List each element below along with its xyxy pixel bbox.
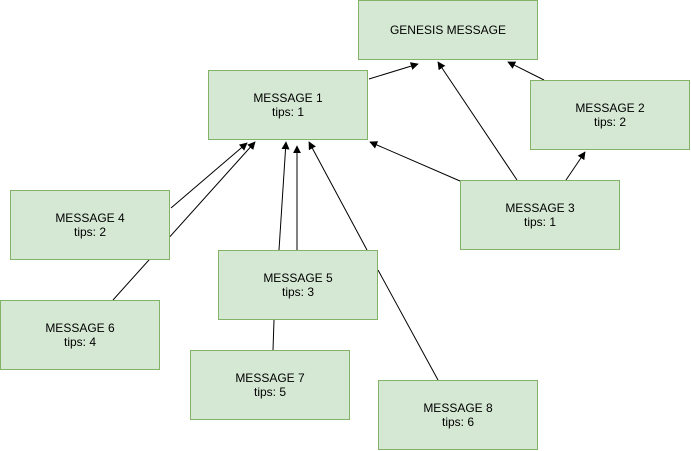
message-4-node: MESSAGE 4 tips: 2 <box>10 190 170 260</box>
node-title: MESSAGE 7 <box>235 371 305 385</box>
node-title: MESSAGE 8 <box>423 401 493 415</box>
node-title: MESSAGE 4 <box>55 211 125 225</box>
node-title: MESSAGE 3 <box>505 201 575 215</box>
node-title: MESSAGE 2 <box>575 101 645 115</box>
message-3-node: MESSAGE 3 tips: 1 <box>460 180 620 250</box>
node-title: MESSAGE 1 <box>253 91 323 105</box>
edge-m8-m1-upper <box>308 141 368 251</box>
node-tips: tips: 1 <box>271 105 304 119</box>
message-7-node: MESSAGE 7 tips: 5 <box>190 350 350 420</box>
node-tips: tips: 2 <box>593 115 626 129</box>
edge-m6-m1 <box>112 141 256 301</box>
node-tips: tips: 2 <box>73 225 106 239</box>
edge-m2-genesis <box>507 61 545 81</box>
node-tips: tips: 1 <box>523 215 556 229</box>
edge-m8-m1-lower <box>377 269 439 381</box>
edge-m3-genesis <box>437 61 518 181</box>
edge-m7-m1-lower <box>272 319 275 351</box>
genesis-message-node: GENESIS MESSAGE <box>358 0 538 60</box>
edge-m3-m1 <box>369 141 461 182</box>
message-6-node: MESSAGE 6 tips: 4 <box>0 300 160 370</box>
message-2-node: MESSAGE 2 tips: 2 <box>530 80 690 150</box>
edge-m1-genesis <box>368 62 419 80</box>
node-title: MESSAGE 5 <box>263 271 333 285</box>
edge-m3-m2 <box>565 151 586 181</box>
node-tips: tips: 3 <box>281 285 314 299</box>
node-tips: tips: 6 <box>441 415 474 429</box>
node-title: MESSAGE 6 <box>45 321 115 335</box>
node-tips: tips: 4 <box>63 335 96 349</box>
message-8-node: MESSAGE 8 tips: 6 <box>378 380 538 450</box>
node-tips: tips: 5 <box>253 385 286 399</box>
message-1-node: MESSAGE 1 tips: 1 <box>208 70 368 140</box>
edge-m5-m1-a <box>278 141 290 251</box>
edge-m4-m1 <box>170 142 248 209</box>
node-title: GENESIS MESSAGE <box>389 23 507 37</box>
message-5-node: MESSAGE 5 tips: 3 <box>218 250 378 320</box>
